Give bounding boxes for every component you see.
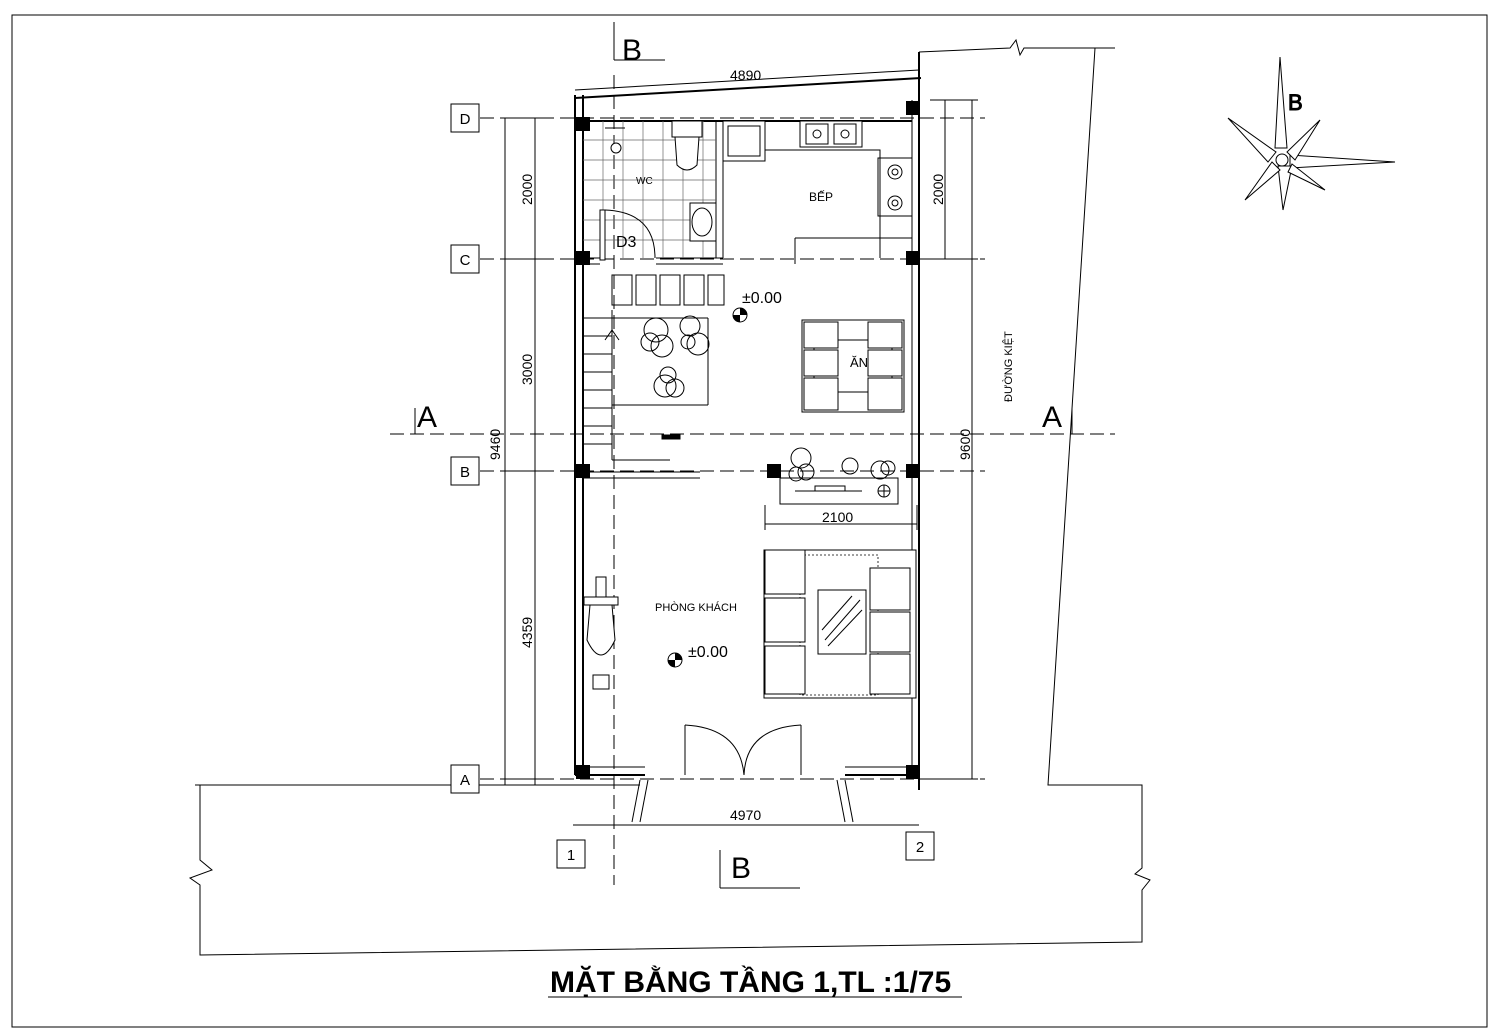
- grid-col-2-label: 2: [916, 839, 924, 856]
- grid-row-d-label: D: [460, 111, 471, 128]
- section-cut-lines: [414, 22, 1073, 889]
- dining-set: [801, 319, 905, 413]
- dim-right-total-label: 9600: [957, 429, 973, 460]
- tv-cabinet: [779, 477, 899, 505]
- level-marker-icon: [667, 652, 683, 668]
- toilet-fixture: [671, 120, 703, 171]
- site-boundary: [188, 38, 1151, 956]
- shower-fixture: [605, 127, 625, 154]
- tv-plants: [788, 447, 896, 482]
- section-a-left-label: A: [417, 401, 437, 434]
- drawing-frame: [11, 14, 1488, 1028]
- level-marker-icon: [732, 307, 748, 323]
- building-walls: [574, 52, 922, 790]
- door-d3: [599, 209, 656, 261]
- sofa-set: [763, 549, 917, 699]
- grid-col-1-label: 1: [567, 847, 575, 864]
- grid-row-c-label: C: [460, 252, 471, 269]
- grid-row-b-label: B: [460, 464, 470, 481]
- dim-bottom-label: 4970: [730, 807, 761, 823]
- dim-left-total-label: 9460: [487, 429, 503, 460]
- section-b-top-label: B: [622, 34, 642, 67]
- wc-label: WC: [636, 176, 653, 187]
- street-label: ĐƯỜNG KIỆT: [1002, 331, 1015, 402]
- dim-left-cb-label: 3000: [519, 354, 535, 385]
- section-a-right-label: A: [1042, 401, 1062, 434]
- kitchen-label: BẾP: [809, 189, 833, 204]
- stair-plants: [640, 315, 710, 398]
- washbasin-fixture: [689, 202, 717, 242]
- compass-label: B: [1288, 90, 1303, 115]
- dim-top-label: 4890: [730, 67, 761, 83]
- drawing-title: MẶT BẰNG TẦNG 1,TL :1/75: [550, 965, 951, 999]
- dim-tv-label: 2100: [822, 509, 853, 525]
- dim-right-dc-label: 2000: [930, 174, 946, 205]
- grid-axes: [390, 75, 1115, 885]
- grid-row-a-label: A: [460, 772, 470, 789]
- kitchen-counter: [722, 120, 913, 264]
- living-room-label: PHÒNG KHÁCH: [655, 601, 737, 614]
- staircase: [583, 274, 725, 461]
- dimension-lines: [500, 69, 978, 826]
- entrance-door: [631, 724, 854, 823]
- sink-fixture: [799, 120, 863, 148]
- dim-left-dc-label: 2000: [519, 174, 535, 205]
- motorbike: [583, 576, 619, 690]
- level-label-upper: ±0.00: [742, 290, 782, 307]
- stove-fixture: [887, 164, 903, 211]
- level-label-lower: ±0.00: [688, 644, 728, 661]
- dining-label: ĂN: [850, 355, 868, 370]
- compass-icon: [1227, 56, 1396, 211]
- door-d3-label: D3: [616, 234, 637, 251]
- dim-left-ba-label: 4359: [519, 617, 535, 648]
- section-b-bottom-label: B: [731, 852, 751, 885]
- grid-bubbles: [450, 103, 935, 869]
